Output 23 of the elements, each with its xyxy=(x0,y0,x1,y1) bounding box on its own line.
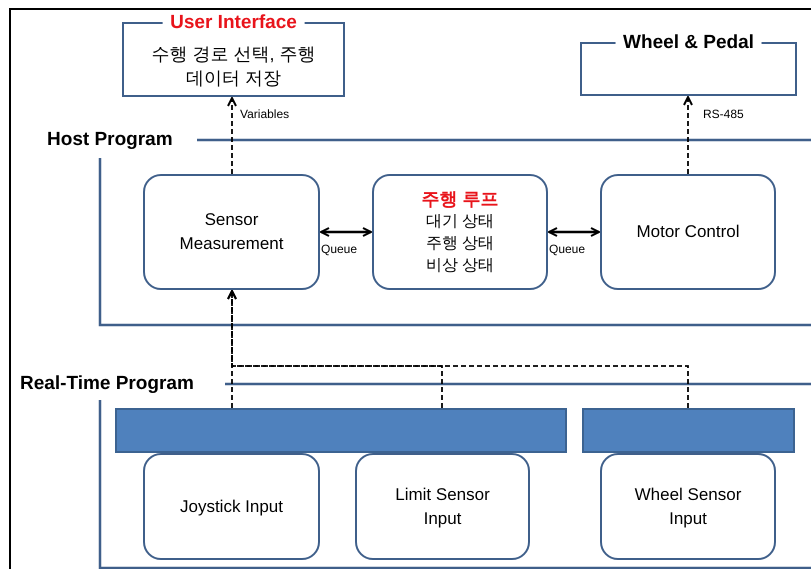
box-text: 대기 상태 주행 상태 비상 상태 xyxy=(425,212,495,276)
box-text: Joystick Input xyxy=(179,496,284,518)
box-text: Limit Sensor Input xyxy=(394,484,491,530)
region-heading: Real-Time Program xyxy=(20,374,194,393)
process-box xyxy=(600,174,776,290)
process-box xyxy=(372,174,548,290)
process-box xyxy=(143,453,320,560)
arrow xyxy=(227,290,689,408)
arrow xyxy=(227,97,237,174)
process-box xyxy=(355,453,530,560)
process-box xyxy=(600,453,776,560)
bar-shape xyxy=(582,408,795,453)
double-arrow xyxy=(548,227,600,237)
double-arrow xyxy=(320,227,372,237)
region-heading: Host Program xyxy=(47,130,173,149)
box-text: Wheel Sensor Input xyxy=(634,484,742,530)
arrow xyxy=(683,96,693,174)
box-text: Sensor Measurement xyxy=(178,209,284,255)
box-text: 수행 경로 선택, 주행 데이터 저장 xyxy=(150,42,316,90)
box-heading: 주행 루프 xyxy=(421,188,498,211)
box-text: Motor Control xyxy=(636,221,740,243)
bar-shape xyxy=(115,408,567,453)
process-box xyxy=(143,174,320,290)
